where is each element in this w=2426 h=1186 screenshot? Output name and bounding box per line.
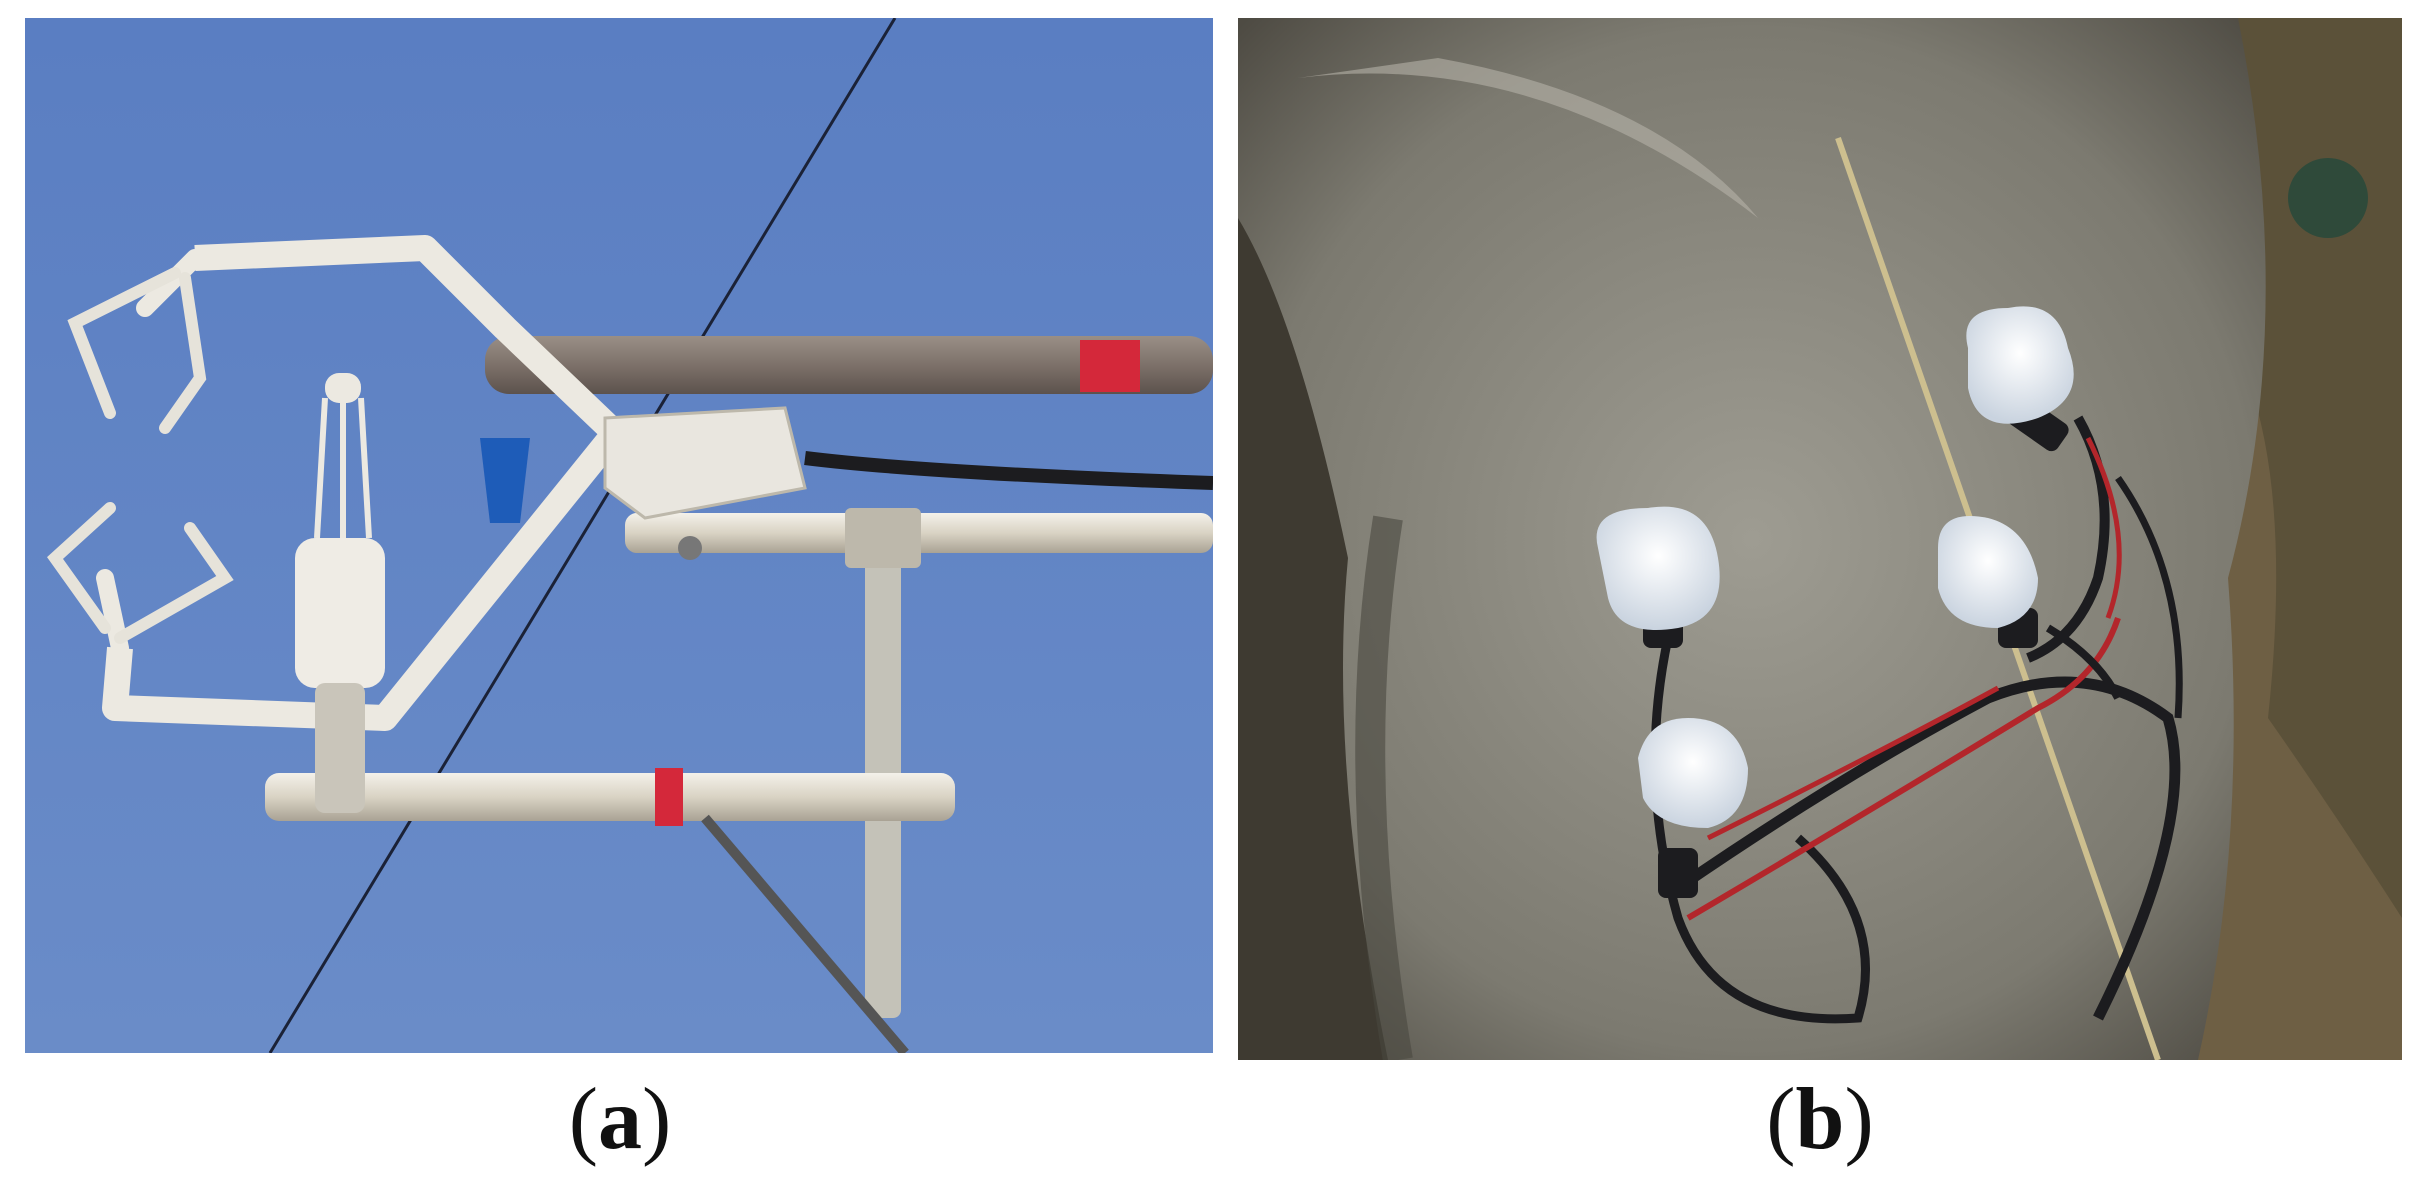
- transducer-bottom-left: [47, 502, 116, 634]
- support-rod: [701, 814, 909, 1053]
- transducer-bottom-right: [114, 522, 234, 644]
- caption-b-label: b: [1795, 1071, 1845, 1168]
- transducer-top-right: [159, 272, 207, 434]
- analyzer-struts: [314, 397, 372, 539]
- guy-wire: [268, 18, 897, 1053]
- analyzer-mount: [315, 683, 365, 813]
- connector-4: [1658, 848, 1698, 898]
- green-leaves: [2288, 158, 2368, 238]
- black-cable-mid: [2045, 624, 2122, 700]
- caption-a: (a): [568, 1071, 672, 1168]
- red-tape: [1080, 340, 1140, 392]
- sensor-wrap-2: [1596, 506, 1720, 630]
- clamp: [845, 508, 921, 568]
- sensor-wrap-1: [1966, 306, 2074, 424]
- transducer-top-left: [67, 267, 181, 419]
- lower-arm: [265, 773, 955, 821]
- tree-sensor-photo: [1238, 18, 2402, 1060]
- blue-cap: [480, 438, 530, 523]
- analyzer-body: [295, 538, 385, 688]
- black-cable: [804, 451, 1213, 490]
- photo-panel-a: [25, 18, 1213, 1053]
- red-tape-lower: [655, 768, 683, 826]
- red-wire-3: [2085, 436, 2122, 619]
- dry-leaves: [2198, 318, 2402, 1060]
- analyzer-head: [325, 373, 361, 403]
- tree-trunk: [1238, 18, 2266, 1060]
- photo-panel-b: [1238, 18, 2402, 1060]
- sensor-wrap-4: [1638, 718, 1748, 828]
- black-cable-right: [2115, 475, 2183, 719]
- anemometer-photo: [25, 18, 1213, 1053]
- wrapped-boom: [485, 336, 1213, 394]
- sensor-wrap-3: [1938, 516, 2038, 628]
- caption-b: (b): [1766, 1071, 1874, 1168]
- bark-shadow: [1355, 515, 1413, 1060]
- red-wire-2: [1706, 685, 2000, 841]
- black-cable-main: [1674, 676, 2181, 1021]
- bolt: [678, 536, 702, 560]
- caption-a-label: a: [598, 1071, 642, 1168]
- electronics-box: [603, 406, 807, 520]
- bark-highlight: [1298, 58, 1758, 218]
